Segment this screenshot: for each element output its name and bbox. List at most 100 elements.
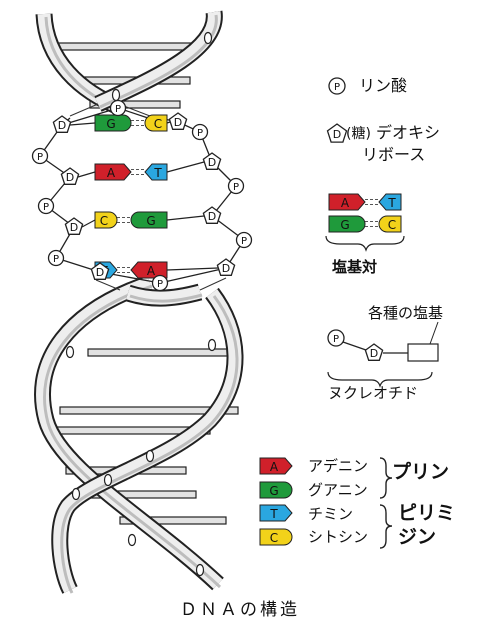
phosphate-symbol: P [233,182,239,193]
adenine-base [94,163,132,181]
base-letter: G [146,214,155,228]
helix-strand-hole [207,338,217,352]
nucleotide-phosphate [327,329,345,347]
glycosidic-bond [77,171,96,178]
phosphate-node [47,249,65,267]
sugar-symbol: D [58,119,66,132]
helix-strand-hole [127,533,137,547]
thymine-base [378,193,402,211]
phosphate-symbol: P [333,334,339,345]
base-letter: G [269,484,278,498]
base-letter: T [387,196,396,210]
helix-strand-bottom-right-outline [51,287,244,594]
sugar-symbol: D [222,262,230,275]
helix-strand-hole [65,345,75,359]
guanine-base [259,481,293,499]
base-pair-label: 塩基対 [332,258,377,276]
unwound-ladder: GCATCGTADPDPDPDDPDPDPDPP [31,99,253,292]
phosphate-node [151,274,169,292]
base-letter: T [269,507,278,521]
glycosidic-bond [166,267,219,271]
base-letter: A [270,460,279,474]
sugar-node [52,115,72,133]
base-pair-brace [325,235,405,252]
base-letter: A [107,166,116,180]
sugar-symbol: D [208,156,216,169]
phosphate-symbol: P [197,128,203,139]
phosphate-node [109,99,127,117]
phosphate-node [31,147,49,165]
adenine-name: アデニン [308,457,368,475]
phosphate-symbol: P [37,152,43,163]
nucleotide-sugar [364,343,384,361]
glycosidic-bond [81,219,96,228]
thymine-base [259,504,293,522]
glycosidic-bond [166,161,205,173]
helix-strand-bottom-right [53,289,242,593]
base-letter: G [106,117,115,131]
legend-phosphate [328,77,346,95]
base-letter: G [340,218,349,232]
phosphate-symbol: P [334,82,340,93]
pyrimidine-brace [379,504,393,549]
helix-strand-hole [111,88,121,102]
sugar-label-line1: デオキシ [376,123,440,142]
helix-strand-bottom-left-shade [43,284,222,589]
sugar-symbol: D [66,171,74,184]
pyrimidine-label-line1: ピリミ [398,502,455,524]
base-letter: A [341,196,350,210]
helix-strand-hole [145,449,155,463]
sugar-symbol: D [208,210,216,223]
adenine-base [328,193,366,211]
sugar-node [60,167,80,185]
guide-line [123,105,151,117]
phosphate-node [191,123,209,141]
cytosine-name: シトシン [308,528,368,546]
helix-strand-hole [195,563,205,577]
nucleotide-label: ヌクレオチド [328,384,418,402]
phosphate-symbol: P [157,279,163,290]
guide-line [199,277,227,291]
purine-brace [379,457,393,499]
sugar-node [168,112,188,130]
base-letter: C [270,531,278,545]
generic-base-box [407,343,439,362]
base-letter: C [388,218,396,232]
purine-label: プリン [392,460,449,483]
base-letter: T [153,166,162,180]
sugar-symbol: D [174,116,182,129]
legend-sugar [326,123,348,143]
backbone-bond [61,107,119,126]
cytosine-base [378,215,402,233]
guide-line [69,103,99,117]
helix-strand-hole [203,31,213,45]
sugar-node [216,258,236,276]
glycosidic-bond [166,215,205,221]
helix-strand-bottom-join [126,285,202,305]
phosphate-node [227,177,245,195]
phosphate-symbol: P [115,104,121,115]
sugar-node [202,206,222,224]
backbone-bond [159,267,227,284]
bases-label: 各種の塩基 [368,304,443,322]
sugar-symbol: D [333,128,341,141]
helix-rung [51,42,201,51]
phosphate-label: リン酸 [359,76,407,95]
phosphate-symbol: P [53,254,59,265]
nucleotide-brace [327,371,433,388]
sugar-symbol: D [96,266,104,279]
cytosine-base [144,114,168,132]
sugar-symbol: D [70,221,78,234]
double-helix [34,10,244,594]
sugar-symbol: D [370,347,378,360]
phosphate-node [235,231,253,249]
guanine-base [94,114,132,132]
sugar-node [202,152,222,170]
helix-strand-hole [103,473,113,487]
guanine-base [130,211,168,229]
helix-rung [59,406,239,415]
glycosidic-bond [166,121,171,124]
helix-strand-bottom-join-shade [129,293,203,303]
phosphate-node [37,197,55,215]
